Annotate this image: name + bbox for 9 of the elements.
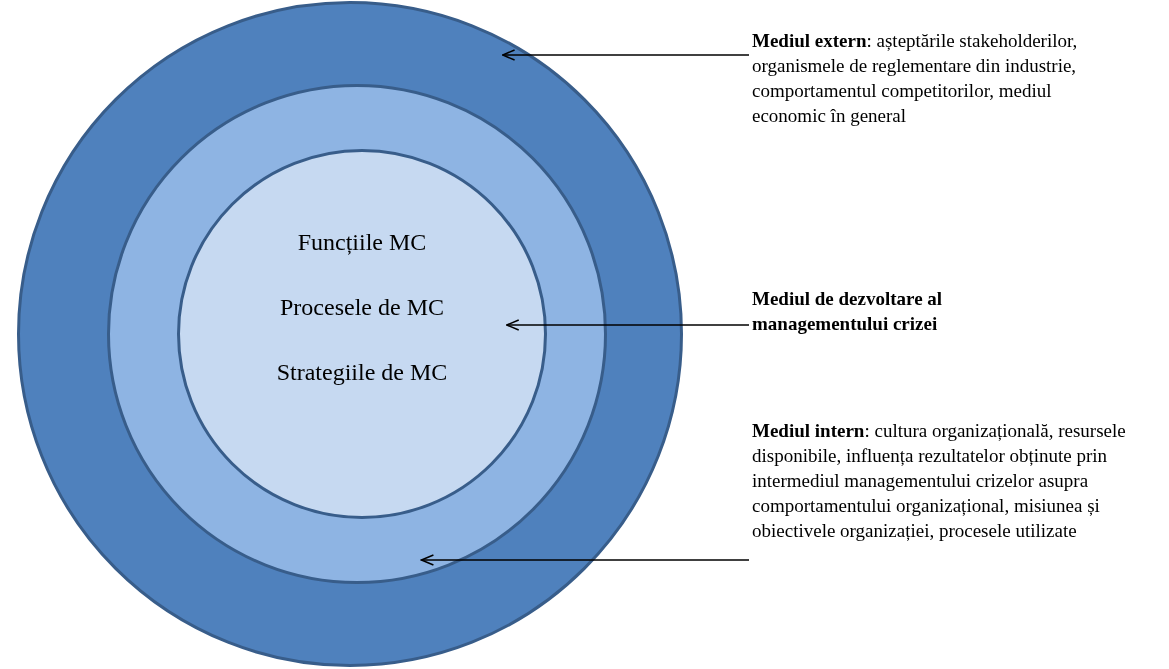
annotation-text: Mediul intern: cultura organizațională, resursele disponibile, influența rezultatelor obținute prin intermediul managementului crizelor asupra comportamentului organizațional, misiunea și obiectivele organizației, procesele utilizate bbox=[752, 418, 1167, 543]
circle-label: Strategiile de MC bbox=[275, 358, 449, 387]
annotation-text: Mediul extern: așteptările stakeholderilor, organismele de reglementare din industrie, comportamentul competitorilor, mediul economic în general bbox=[752, 28, 1082, 128]
circle-label: Funcțiile MC bbox=[296, 228, 428, 257]
arrow bbox=[420, 554, 750, 566]
annotation-text: Mediul de dezvoltare al managementului crizei bbox=[752, 286, 1052, 336]
circle-label: Procesele de MC bbox=[279, 293, 445, 322]
arrow bbox=[501, 49, 750, 61]
arrow bbox=[505, 319, 750, 331]
